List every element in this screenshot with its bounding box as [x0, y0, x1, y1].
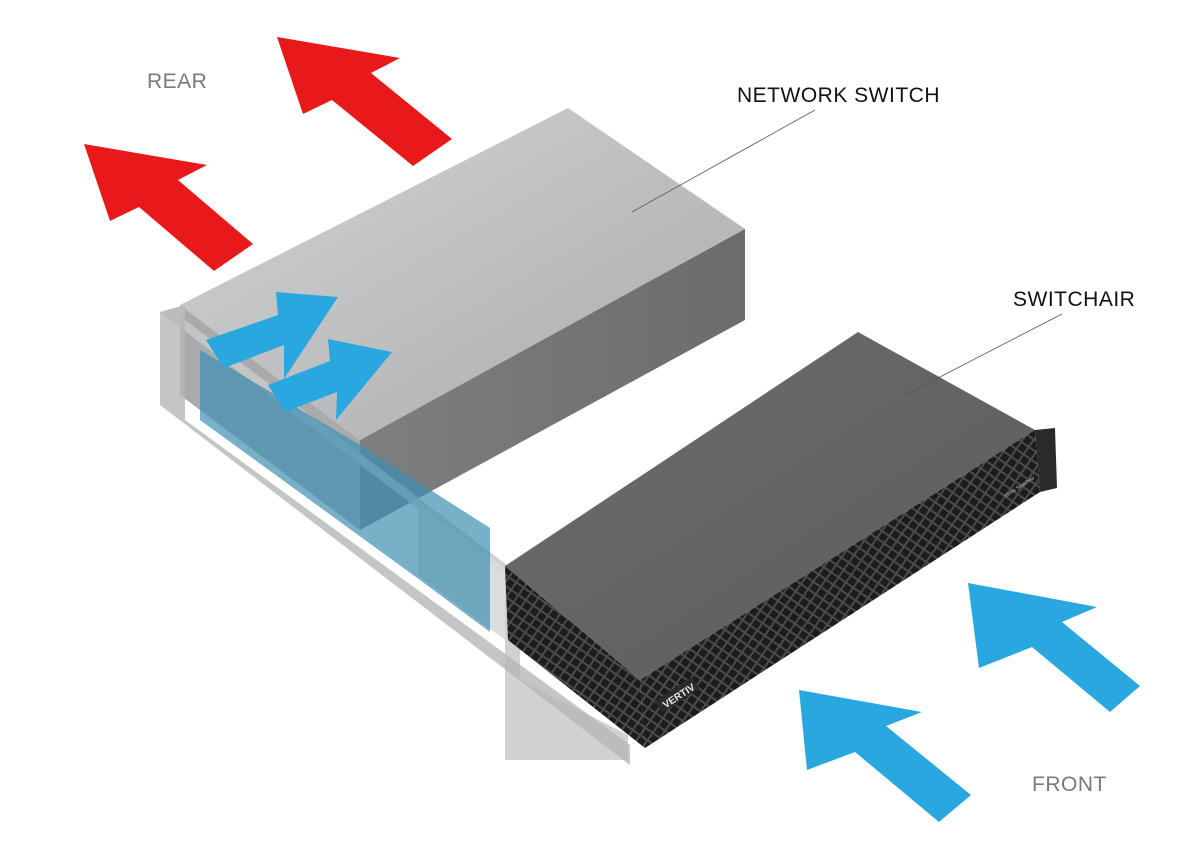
network-switch-leader-line: [631, 109, 816, 213]
airflow-duct: [200, 350, 490, 632]
cool-air-arrow-icon: [968, 583, 1140, 712]
vertiv-logo-plate: [654, 677, 700, 713]
hot-air-arrow-icon: [84, 144, 253, 271]
switchair-unit: VERTIV Vertiv SwitchAir: [505, 332, 1057, 748]
cool-air-arrow-icon: [799, 690, 971, 822]
front-intake-arrows: [799, 583, 1140, 822]
switch-intake-arrows: [206, 292, 392, 420]
network-switch-top: [180, 108, 745, 440]
cool-air-arrow-icon: [268, 339, 392, 420]
network-switch-label: NETWORK SWITCH: [737, 84, 940, 107]
switchair-leader-line: [904, 313, 1063, 396]
rack-rail-side: [160, 305, 630, 765]
switchair-side-grille: [505, 566, 645, 748]
switchair-label: SWITCHAIR: [1013, 288, 1136, 311]
cool-air-arrow-icon: [206, 292, 338, 379]
rack-rail: [160, 305, 628, 760]
switchair-top: [505, 332, 1035, 680]
hot-air-arrows: [84, 37, 452, 271]
front-label: FRONT: [1032, 773, 1107, 796]
rear-label: REAR: [147, 70, 208, 93]
switchair-front-grille: [640, 430, 1040, 748]
hot-air-arrow-icon: [277, 37, 452, 166]
switchair-ear: [1035, 428, 1057, 492]
network-switch-side: [360, 229, 745, 530]
